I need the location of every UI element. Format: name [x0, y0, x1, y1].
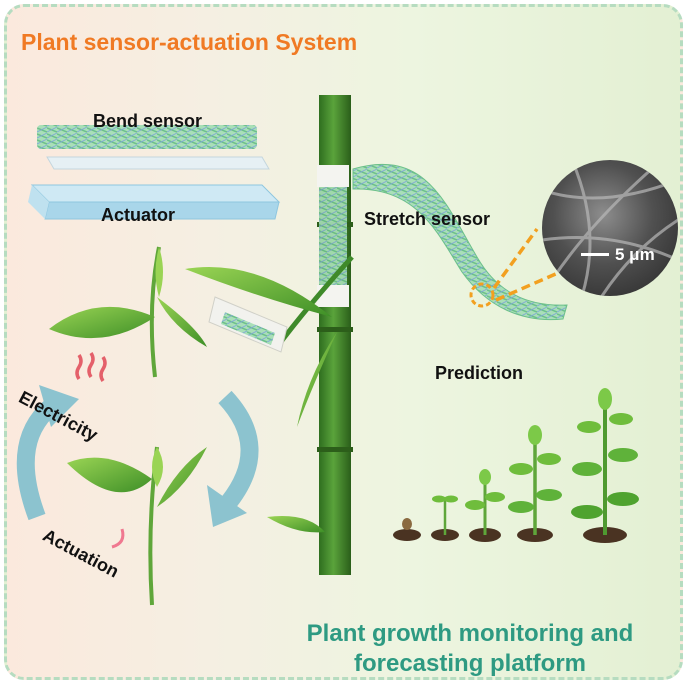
- mature-plant-leaf: [572, 462, 602, 476]
- figure-title: Plant sensor-actuation System: [21, 29, 358, 55]
- bend-sensor-label: Bend sensor: [93, 111, 203, 131]
- scale-bar: [581, 253, 609, 256]
- tea-plant-top: [49, 246, 207, 378]
- electrode-layer: [46, 156, 270, 170]
- mature-plant-leaf: [598, 388, 612, 410]
- stretch-sensor-ribbon: [352, 163, 568, 321]
- young-plant-leaf: [536, 489, 562, 501]
- sem-fibers: [542, 160, 678, 296]
- actuator-label: Actuator: [101, 205, 176, 225]
- sensor-clip-top: [317, 165, 349, 187]
- actuator-end: [28, 185, 49, 219]
- illustration: [16, 95, 639, 606]
- cycle-arrowhead-right: [207, 485, 247, 527]
- zoom-line: [492, 227, 539, 290]
- scale-label: 5 μm: [615, 245, 655, 264]
- young-plant-leaf: [509, 463, 533, 475]
- leaf: [49, 306, 155, 339]
- bud: [152, 447, 163, 487]
- seedling-leaf: [465, 500, 485, 510]
- platform-caption: Plant growth monitoring and forecasting …: [280, 619, 660, 677]
- figure-frame: 5 μm Plant sensor-actuation System Bend …: [4, 4, 683, 680]
- tea-plant-bottom: [67, 446, 207, 606]
- seed: [402, 518, 412, 530]
- leaf-sensor-patch: [208, 296, 288, 353]
- zoom-line: [495, 267, 568, 302]
- patch-fibers: [221, 312, 275, 345]
- growth-sequence: [393, 388, 639, 543]
- bend-sensor-layer: [37, 125, 257, 149]
- sprout-leaf: [444, 495, 458, 503]
- seedling-leaf: [479, 469, 491, 485]
- stem-node: [317, 447, 353, 452]
- stretch-sensor-label: Stretch sensor: [364, 209, 491, 229]
- leaf: [157, 447, 207, 507]
- heat-waves-icon: [75, 352, 107, 382]
- stem-node: [317, 327, 353, 332]
- actuation-curl-icon: [111, 528, 125, 549]
- zoom-circle: [469, 282, 495, 308]
- mature-plant-leaf: [608, 448, 638, 462]
- cycle-arrowhead-left: [39, 385, 79, 427]
- mature-plant-leaf: [609, 413, 633, 425]
- young-plant-leaf: [508, 501, 534, 513]
- platform-line-2: forecasting platform: [353, 650, 587, 677]
- young-plant-leaf: [537, 453, 561, 465]
- soil-mound: [393, 529, 421, 541]
- cycle-arrow-right: [218, 390, 259, 508]
- bend-sensor-stack: [28, 125, 281, 220]
- platform-line-1: Plant growth monitoring and: [306, 620, 634, 647]
- prediction-label: Prediction: [435, 363, 524, 383]
- bamboo-leaf: [185, 267, 332, 317]
- sem-micrograph: [542, 160, 678, 296]
- bud: [155, 247, 163, 297]
- leaf: [157, 297, 207, 347]
- bamboo-leaf: [267, 516, 325, 533]
- leaf: [67, 457, 152, 493]
- young-plant-leaf: [528, 425, 542, 445]
- mature-plant-leaf: [577, 421, 601, 433]
- sprout-leaf: [432, 495, 446, 503]
- actuator-top: [30, 184, 281, 203]
- mature-plant-leaf: [571, 505, 603, 519]
- mature-plant-leaf: [607, 492, 639, 506]
- seedling-leaf: [485, 492, 505, 502]
